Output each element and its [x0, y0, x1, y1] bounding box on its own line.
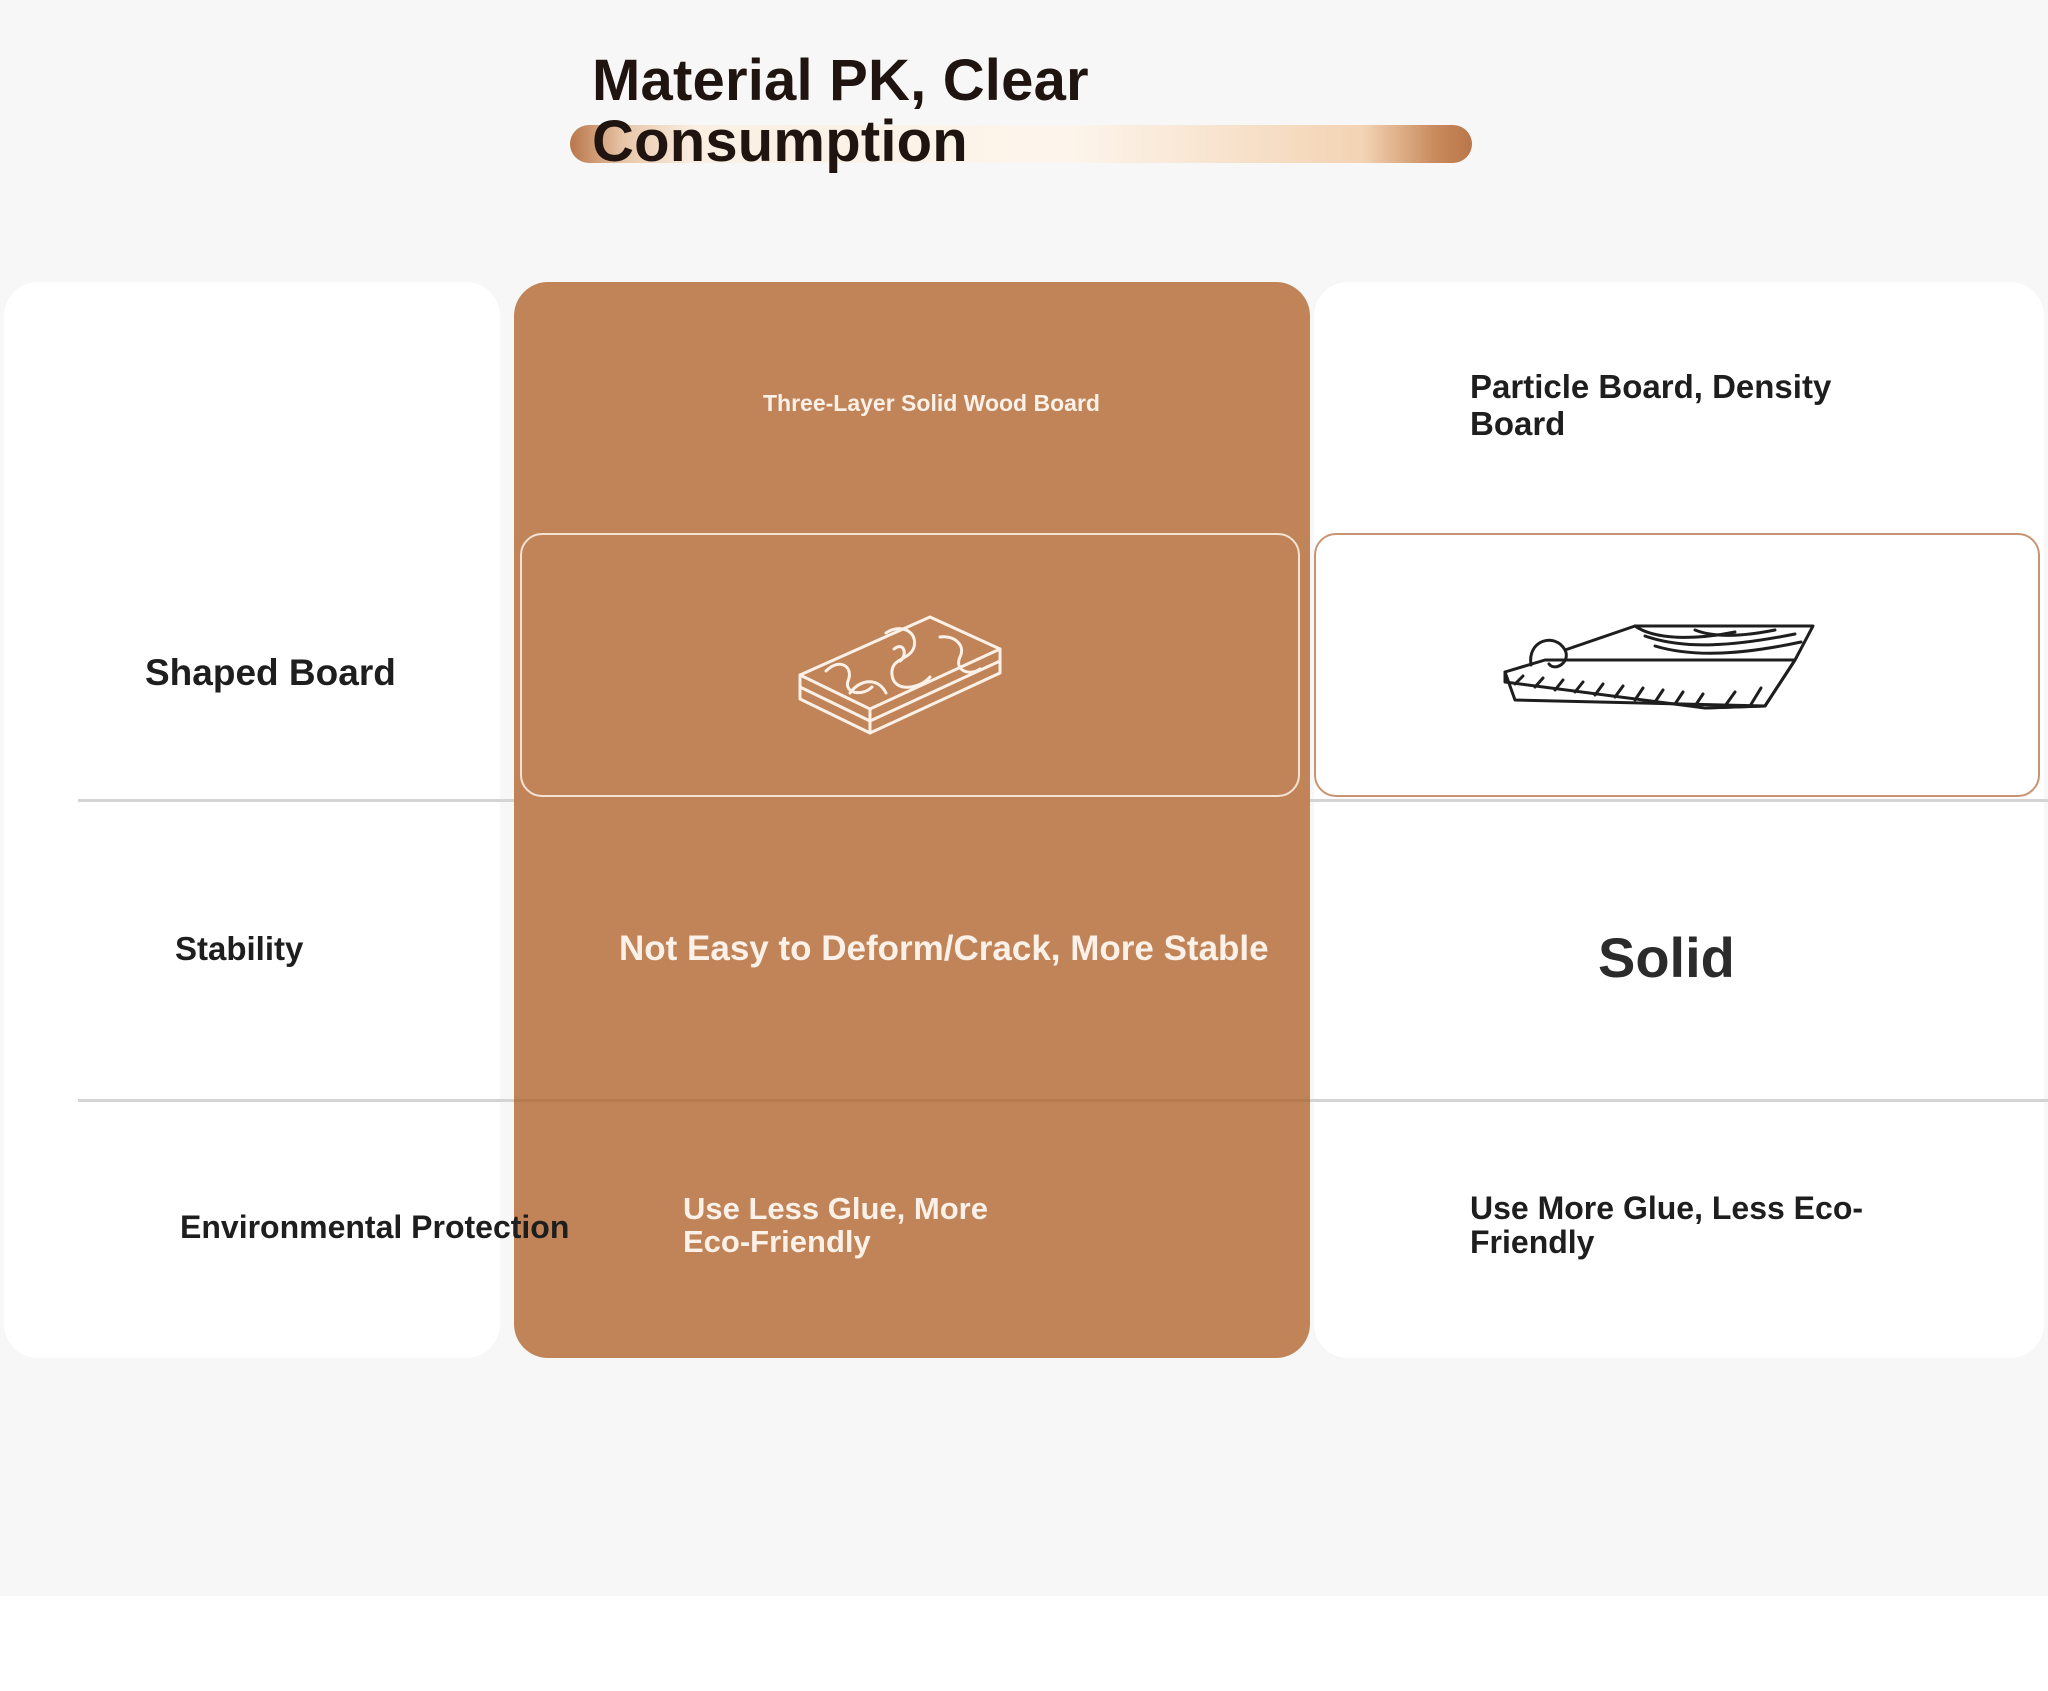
comparison-canvas: Material PK, Clear Consumption Three-Lay… — [4, 50, 2048, 1358]
row-divider — [78, 1099, 514, 1102]
title-block: Material PK, Clear Consumption — [570, 50, 1490, 180]
featured-shape-cell — [520, 533, 1300, 797]
featured-material-column — [514, 282, 1310, 1358]
layered-wood-board-icon — [798, 615, 1002, 735]
page-title: Material PK, Clear Consumption — [592, 48, 1089, 174]
comparison-material-column — [1314, 282, 2044, 1358]
row-labels-column — [4, 282, 500, 1358]
featured-material-name: Three-Layer Solid Wood Board — [763, 390, 1100, 416]
row-label-stability: Stability — [175, 930, 304, 967]
row-divider — [78, 799, 514, 802]
row-label-shaped-board: Shaped Board — [145, 652, 396, 693]
row-divider — [1310, 799, 2048, 802]
row-divider — [514, 1099, 1310, 1102]
row-label-environmental: Environmental Protection — [180, 1209, 570, 1245]
featured-stability-value: Not Easy to Deform/Crack, More Stable — [619, 929, 1269, 968]
comparison-environmental-value: Use More Glue, Less Eco-Friendly — [1470, 1190, 1864, 1260]
row-divider — [1310, 1099, 2048, 1102]
veneer-roll-board-icon — [1503, 624, 1815, 710]
comparison-stability-value: Solid — [1598, 926, 1735, 989]
comparison-material-name: Particle Board, Density Board — [1470, 368, 1832, 442]
comparison-shape-cell — [1314, 533, 2040, 797]
title-decorative-bar — [570, 125, 1472, 163]
featured-environmental-value: Use Less Glue, More Eco-Friendly — [683, 1191, 988, 1259]
